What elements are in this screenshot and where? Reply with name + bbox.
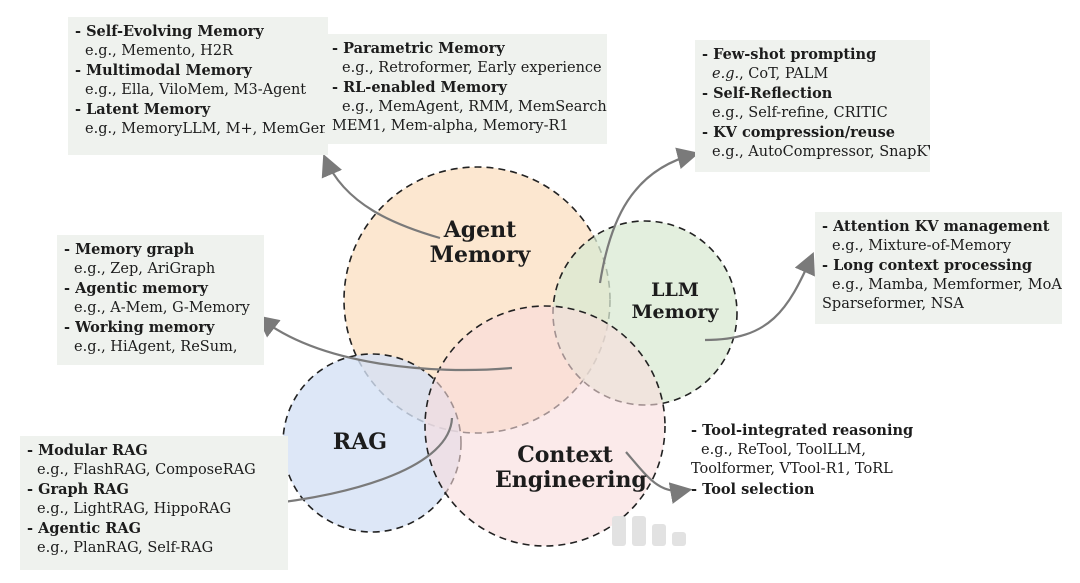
- llm-memory-label: LLM Memory: [620, 279, 730, 324]
- context-prompting-box: - Few-shot prompting e.g., CoT, PALM - S…: [695, 40, 930, 172]
- rl-enabled-example: e.g., MemAgent, RMM, MemSearcher,: [342, 98, 607, 115]
- agent-memory-label: Agent Memory: [425, 217, 535, 269]
- rag-types-box: - Modular RAG e.g., FlashRAG, ComposeRAG…: [20, 436, 288, 570]
- arrow-context-to-prompting: [598, 147, 700, 284]
- latent-title: - Latent Memory: [75, 101, 211, 118]
- agentic-memory-example: e.g., A-Mem, G-Memory: [74, 299, 250, 316]
- modular-rag-title: - Modular RAG: [27, 442, 148, 459]
- arrow-context-to-tools: [625, 451, 693, 504]
- tool-integrated-example-2: Toolformer, VTool-R1, ToRL: [691, 461, 893, 477]
- working-memory-example: e.g., HiAgent, ReSum,: [74, 338, 238, 355]
- long-context-example: e.g., Mamba, Memformer, MoA,: [832, 276, 1062, 293]
- rl-enabled-title: - RL-enabled Memory: [332, 79, 507, 96]
- context-engineering-label-line1: Context: [517, 442, 613, 468]
- long-context-example-2: Sparseformer, NSA: [822, 296, 964, 312]
- rag-label: RAG: [320, 429, 400, 455]
- latent-example: e.g., MemoryLLM, M+, MemGen: [85, 120, 328, 137]
- kv-compression-title: - KV compression/reuse: [702, 124, 895, 141]
- agentic-memory-title: - Agentic memory: [64, 280, 208, 297]
- long-context-title: - Long context processing: [822, 257, 1033, 274]
- agent-graph-box: - Memory graph e.g., Zep, AriGraph - Age…: [57, 235, 264, 365]
- graph-rag-title: - Graph RAG: [27, 481, 129, 498]
- few-shot-example-eg: e.g.: [712, 65, 740, 82]
- self-evolving-title: - Self-Evolving Memory: [75, 23, 264, 40]
- memory-graph-example: e.g., Zep, AriGraph: [74, 260, 216, 277]
- tool-integrated-example: e.g., ReTool, ToolLLM,: [701, 441, 867, 458]
- self-evolving-example: e.g., Memento, H2R: [85, 42, 233, 59]
- multimodal-example: e.g., Ella, ViloMem, M3-Agent: [85, 81, 307, 98]
- tool-integrated-title: - Tool-integrated reasoning: [691, 422, 914, 439]
- context-engineering-label-line2: Engineering: [495, 467, 647, 494]
- arrow-agent-to-graph: [256, 315, 513, 372]
- watermark-logo: [612, 516, 686, 546]
- kv-compression-example: e.g., AutoCompressor, SnapKV: [712, 143, 930, 160]
- agent-evolving-box: - Self-Evolving Memory e.g., Memento, H2…: [68, 17, 328, 155]
- attention-kv-example: e.g., Mixture-of-Memory: [832, 237, 1012, 254]
- arrow-llm-to-attention: [704, 251, 815, 342]
- self-reflection-example: e.g., Self-refine, CRITIC: [712, 104, 888, 121]
- arrow-agent-to-evolving: [321, 153, 441, 240]
- parametric-example: e.g., Retroformer, Early experience: [342, 59, 602, 76]
- agent-memory-label-line2: Memory: [429, 242, 531, 269]
- working-memory-title: - Working memory: [64, 319, 215, 336]
- modular-rag-example: e.g., FlashRAG, ComposeRAG: [37, 461, 256, 478]
- llm-memory-label-line2: Memory: [631, 300, 719, 323]
- context-engineering-circle: [424, 305, 666, 547]
- parametric-title: - Parametric Memory: [332, 40, 505, 57]
- llm-attention-box: - Attention KV management e.g., Mixture-…: [815, 212, 1062, 324]
- rag-label-line1: RAG: [332, 429, 388, 455]
- tool-selection-title: - Tool selection: [691, 480, 815, 498]
- agent-memory-label-line1: Agent: [443, 217, 517, 243]
- attention-kv-title: - Attention KV management: [822, 218, 1050, 235]
- self-reflection-title: - Self-Reflection: [702, 85, 833, 102]
- agentic-rag-title: - Agentic RAG: [27, 520, 141, 537]
- rl-enabled-example-2: MEM1, Mem-alpha, Memory-R1: [332, 118, 569, 134]
- context-engineering-label: Context Engineering: [495, 442, 647, 494]
- llm-memory-label-line1: LLM: [651, 279, 699, 301]
- agentic-rag-example: e.g., PlanRAG, Self-RAG: [37, 539, 214, 556]
- context-tools-box: - Tool-integrated reasoning e.g., ReTool…: [684, 416, 924, 506]
- few-shot-example-rest: , CoT, PALM: [739, 65, 829, 82]
- few-shot-title: - Few-shot prompting: [702, 46, 877, 63]
- graph-rag-example: e.g., LightRAG, HippoRAG: [37, 500, 232, 517]
- few-shot-example: e.g., CoT, PALM: [702, 65, 922, 85]
- memory-graph-title: - Memory graph: [64, 241, 195, 258]
- agent-parametric-box: - Parametric Memory e.g., Retroformer, E…: [325, 34, 607, 144]
- multimodal-title: - Multimodal Memory: [75, 62, 252, 79]
- arrow-rag-to-types: [253, 417, 454, 515]
